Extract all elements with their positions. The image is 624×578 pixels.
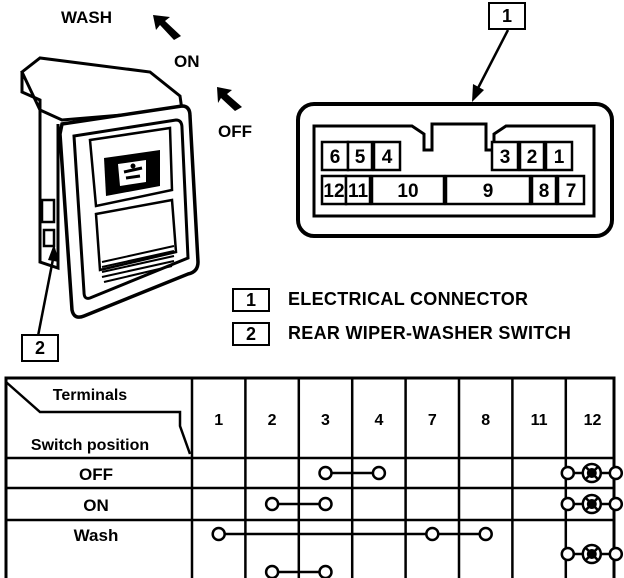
top-pin-cell bbox=[372, 140, 402, 172]
terminal-node bbox=[264, 496, 280, 512]
top-pin-cell bbox=[320, 140, 350, 172]
connector-pin-label: 5 bbox=[355, 147, 366, 168]
switch-position-label: ON bbox=[83, 496, 109, 515]
terminal-column-header: 4 bbox=[374, 412, 383, 429]
connector-pin-label: 8 bbox=[539, 181, 550, 202]
terminal-node bbox=[371, 465, 387, 481]
switch-callout-leader bbox=[36, 244, 59, 337]
connector-pin-label: 2 bbox=[527, 147, 538, 168]
terminal-node bbox=[318, 465, 333, 481]
terminal-column-header: 2 bbox=[268, 412, 277, 429]
legend-box-1: 1 bbox=[232, 288, 270, 312]
bottom-pin-cell bbox=[370, 174, 446, 206]
legend-text-1: ELECTRICAL CONNECTOR bbox=[288, 289, 529, 309]
connector-pin-label: 11 bbox=[348, 181, 369, 202]
terminal-12-node bbox=[608, 546, 624, 562]
terminal-node bbox=[211, 526, 226, 542]
connector-pin-label: 10 bbox=[397, 181, 418, 202]
off-direction-arrow-icon bbox=[217, 87, 242, 111]
terminals-header: Terminals bbox=[53, 387, 128, 404]
connector-pin-label: 3 bbox=[500, 147, 511, 168]
legend-text-2: REAR WIPER-WASHER SWITCH bbox=[288, 323, 572, 343]
connector-pin-label: 9 bbox=[483, 181, 494, 202]
bottom-pin-cell bbox=[444, 174, 532, 206]
terminal-node bbox=[264, 564, 280, 578]
terminal-11-node bbox=[560, 546, 576, 562]
switch-position-label: OFF bbox=[79, 465, 113, 484]
corner-divider bbox=[5, 381, 192, 455]
terminal-column-header: 12 bbox=[584, 412, 602, 429]
legend-box-2: 2 bbox=[232, 322, 270, 346]
top-pin-cell bbox=[518, 140, 546, 172]
terminal-column-header: 11 bbox=[531, 412, 548, 429]
wash-direction-arrow-icon bbox=[153, 15, 181, 40]
terminal-column-header: 1 bbox=[214, 412, 223, 429]
terminal-node bbox=[478, 526, 493, 542]
switch-position-header: Switch position bbox=[31, 437, 149, 454]
connector-pin-label: 7 bbox=[566, 181, 577, 202]
top-pin-cell bbox=[490, 140, 520, 172]
on-position-label: ON bbox=[174, 52, 200, 71]
wash-position-label: WASH bbox=[61, 8, 112, 27]
switch-position-label: Wash bbox=[74, 526, 119, 545]
connector-pin-label: 4 bbox=[382, 147, 393, 168]
terminal-12-node bbox=[608, 496, 624, 512]
connector-pin-label: 1 bbox=[554, 147, 565, 168]
switch-callout-box: 2 bbox=[21, 334, 59, 362]
bottom-pin-cell bbox=[344, 174, 372, 206]
connector-callout-box: 1 bbox=[488, 2, 526, 30]
rear-wiper-washer-switch-illustration bbox=[20, 56, 200, 319]
terminal-node bbox=[425, 526, 440, 542]
terminal-node bbox=[318, 496, 333, 512]
terminal-column-header: 7 bbox=[428, 412, 437, 429]
bottom-pin-cell bbox=[556, 174, 586, 206]
terminal-11-node bbox=[560, 496, 576, 512]
connector-pin-label: 12 bbox=[323, 181, 344, 202]
terminal-node bbox=[318, 564, 333, 578]
connector-callout-leader bbox=[472, 29, 510, 102]
top-pin-cell bbox=[544, 140, 574, 172]
terminal-12-node bbox=[608, 465, 624, 481]
top-pin-cell bbox=[346, 140, 374, 172]
terminal-column-header: 3 bbox=[321, 412, 330, 429]
off-position-label: OFF bbox=[218, 122, 252, 141]
terminal-column-header: 8 bbox=[481, 412, 490, 429]
connector-pin-label: 6 bbox=[330, 147, 341, 168]
terminal-11-node bbox=[560, 465, 576, 481]
bottom-pin-cell bbox=[530, 174, 558, 206]
